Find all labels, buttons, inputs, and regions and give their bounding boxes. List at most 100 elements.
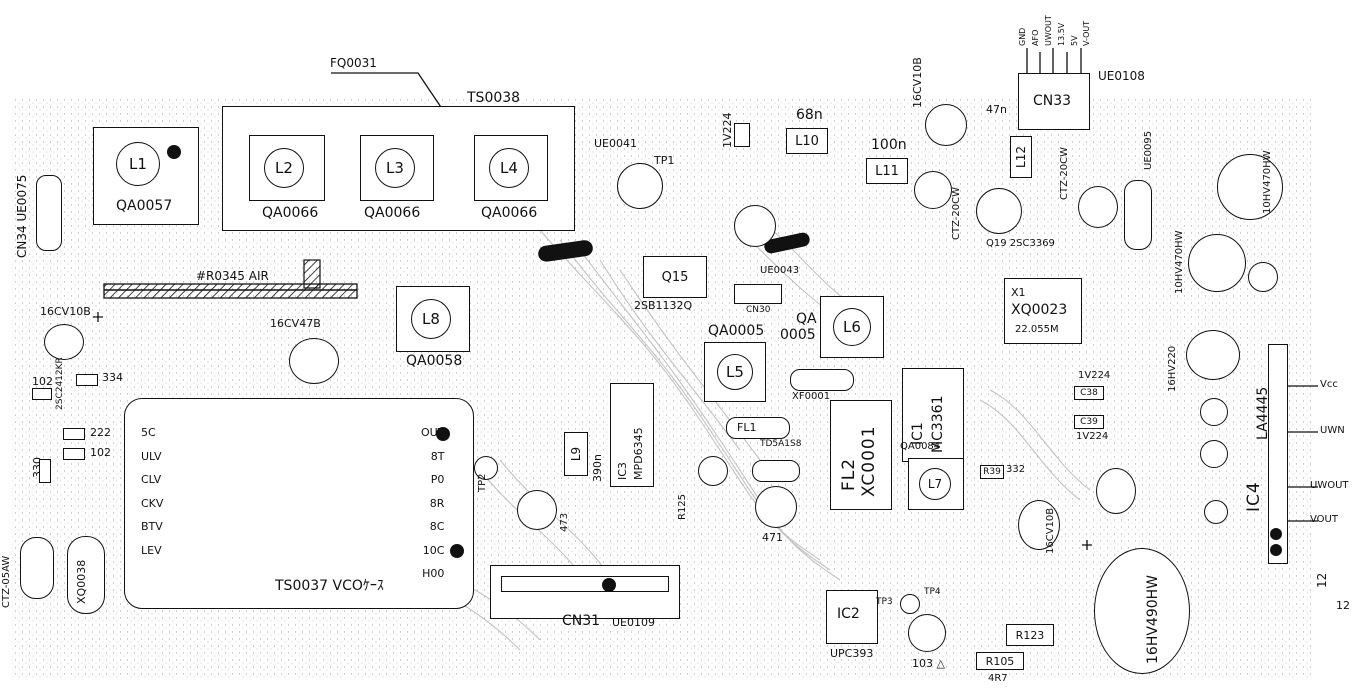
cn33-pins <box>1026 48 1082 73</box>
coil-l8-part: QA0058 <box>406 353 463 369</box>
l12-text: L12 <box>1014 146 1028 168</box>
diode-d <box>734 123 750 147</box>
coil-l5-case: L5 <box>704 342 766 402</box>
ic-ic2: IC2 <box>826 590 878 644</box>
coil-l3: L3 <box>375 148 415 188</box>
vco-out-dot <box>436 427 450 441</box>
l5-part: QA0005 <box>708 323 765 339</box>
cap-c137 <box>1018 500 1060 550</box>
cn31-part: UE0109 <box>612 616 655 629</box>
ic4-pinlines <box>1285 385 1318 522</box>
label-390n: 390n <box>591 454 604 482</box>
cap-c85 <box>289 338 339 384</box>
ic4-pin-vout: VOUT <box>1310 514 1338 525</box>
ic4-pin-vcc: Vcc <box>1320 379 1338 390</box>
vco-left-pins: 5C ULV CLV CKV BTV LEV <box>141 421 163 562</box>
coil-l4: L4 <box>489 148 529 188</box>
ic4-dot1 <box>1270 528 1282 540</box>
label-334: 334 <box>102 371 123 384</box>
coil-l11: L11 <box>866 158 908 184</box>
cn31-dot <box>602 578 616 592</box>
label-222: 222 <box>90 426 111 439</box>
cap-c113 <box>1204 500 1228 524</box>
trim-vr1 <box>755 486 797 528</box>
ue0041-label: UE0041 <box>594 137 637 150</box>
l6-part: QA <box>796 311 817 327</box>
coil-l3-part: QA0066 <box>364 205 421 221</box>
bar-under-l1 <box>103 283 358 299</box>
tc3-part: CTZ-20CW <box>1059 147 1070 200</box>
vco-module: 5C ULV CLV CKV BTV LEV OUT 8T P0 8R 8C 1… <box>124 398 474 609</box>
ic2-id: IC2 <box>837 606 860 622</box>
vco-pin: 10C <box>422 543 445 557</box>
xtal-x1: X1 XQ0023 22.055M <box>1004 278 1082 344</box>
label-68n: 68n <box>796 107 823 123</box>
tp2-label: TP2 <box>477 473 488 492</box>
coil-l1-part: QA0057 <box>116 198 173 214</box>
cap-c38: C38 <box>1074 386 1104 400</box>
trim-vr3 <box>517 490 557 530</box>
coil-l3-case: L3 <box>360 135 434 201</box>
label-102a: 102 <box>32 375 53 388</box>
vco-pin: H00 <box>422 567 445 580</box>
c114-rating: 10HV470HW <box>1262 150 1273 214</box>
ic4-pin-uwout: UWOUT <box>1310 480 1349 491</box>
ic3-part: MPD6345 <box>632 427 645 480</box>
cap-c109 <box>1248 262 1278 292</box>
q15-part: 2SB1132Q <box>634 299 693 312</box>
coil-l6: L6 <box>833 308 871 346</box>
vco-right-pins: OUT 8T P0 8R 8C 10C H00 <box>421 421 444 586</box>
res-r73 <box>63 428 85 440</box>
cap-c111 <box>1200 398 1228 426</box>
trace-blob-1 <box>538 240 593 262</box>
res-r140 <box>39 459 51 483</box>
c104-rating: 16CV10B <box>911 57 924 108</box>
coil-l1-case: L1 QA0057 <box>93 127 199 225</box>
tp1-label: TP1 <box>654 154 675 167</box>
ue0095-label: UE0095 <box>1143 130 1154 170</box>
coil-l4-part: QA0066 <box>481 205 538 221</box>
cap-c85-rating: 16CV47B <box>270 317 321 330</box>
coil-l5: L5 <box>717 354 753 390</box>
coil-l9: L9 <box>564 432 588 476</box>
vco-pin: CKV <box>141 496 164 510</box>
cn31-slot <box>501 576 669 592</box>
res-r75 <box>63 448 85 460</box>
q19-label: Q19 2SC3369 <box>986 238 1055 249</box>
connector-cn33: CN33 <box>1018 73 1090 130</box>
cap-c104 <box>925 104 967 146</box>
fl2-part: XC0001 <box>859 425 879 497</box>
coil-l4-case: L4 <box>474 135 548 201</box>
label-12: 12 <box>1336 599 1350 612</box>
ic4-part: LA4445 <box>1255 386 1271 440</box>
cn33-pin-5v: 5V <box>1070 35 1079 46</box>
cap-c39: C39 <box>1074 415 1104 429</box>
trim-vr2 <box>908 614 946 652</box>
ic4-pin-count: 12 <box>1315 572 1329 588</box>
res-r41 <box>32 388 52 400</box>
label-332: 332 <box>1006 464 1026 475</box>
cap-r125 <box>698 456 728 486</box>
cap-c114 <box>1217 154 1283 220</box>
c118-rating: 16HV490HW <box>1145 574 1161 664</box>
fl1-id: FL1 <box>737 421 757 434</box>
cn33-id: CN33 <box>1033 93 1072 109</box>
vco-pin: 8R <box>429 496 445 510</box>
cn33-pin-vout: V-OUT <box>1082 20 1091 46</box>
vco-pin: ULV <box>141 449 162 463</box>
transistor-q15: Q15 <box>643 256 707 298</box>
fl2-id: FL2 <box>839 457 859 491</box>
trim-tc3 <box>1078 186 1118 228</box>
coil-l2: L2 <box>264 148 304 188</box>
label-47n: 47n <box>986 103 1007 116</box>
label-102b: 102 <box>90 446 111 459</box>
cap-c112 <box>1200 440 1228 468</box>
label-100n: 100n <box>871 137 907 153</box>
l9-text: L9 <box>568 446 583 462</box>
cn34-connector <box>36 175 62 251</box>
r125-label: R125 <box>677 493 688 520</box>
filter-fl1b: FL1 <box>726 417 790 439</box>
ic-ic4 <box>1268 344 1288 564</box>
fl1-part: XF0001 <box>792 391 831 402</box>
